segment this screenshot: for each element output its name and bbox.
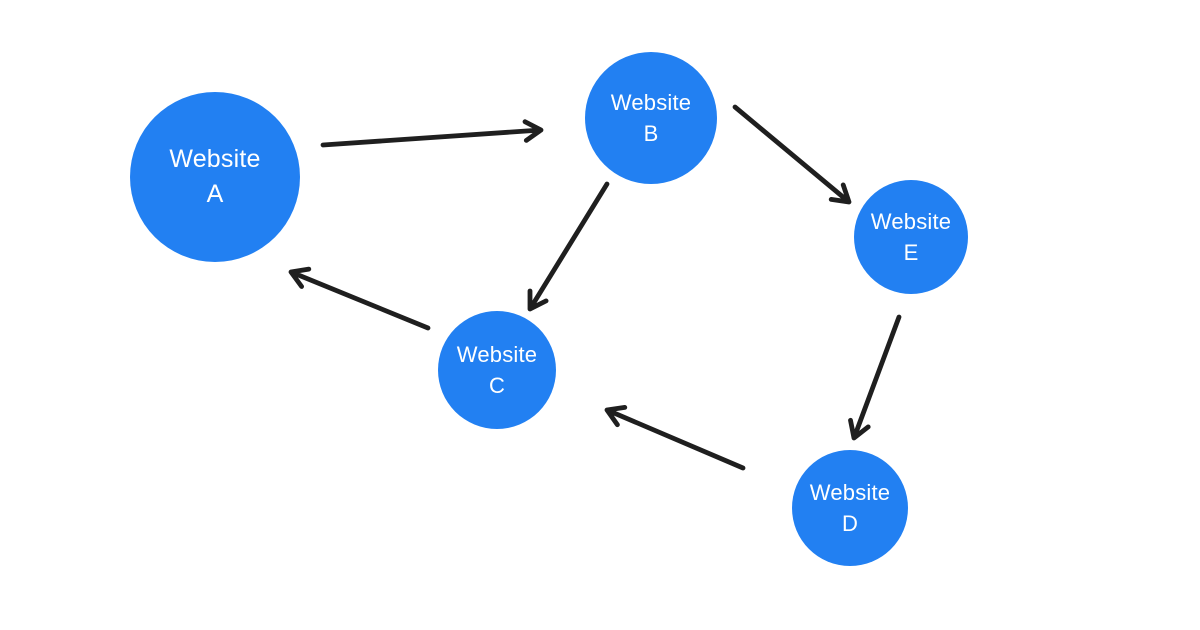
node-label-line2: D bbox=[841, 511, 859, 536]
node-label-line2: A bbox=[206, 180, 224, 208]
node-label-line2: B bbox=[643, 121, 659, 146]
node-label-line1: Website bbox=[456, 341, 538, 367]
node-label-line1: Website bbox=[169, 144, 261, 173]
node-label-line1: Website bbox=[610, 89, 692, 115]
node-label-line1: Website bbox=[809, 479, 891, 505]
node-label-line2: C bbox=[488, 373, 506, 398]
node-label-line1: Website bbox=[870, 208, 952, 234]
node-label-line2: E bbox=[903, 240, 919, 265]
